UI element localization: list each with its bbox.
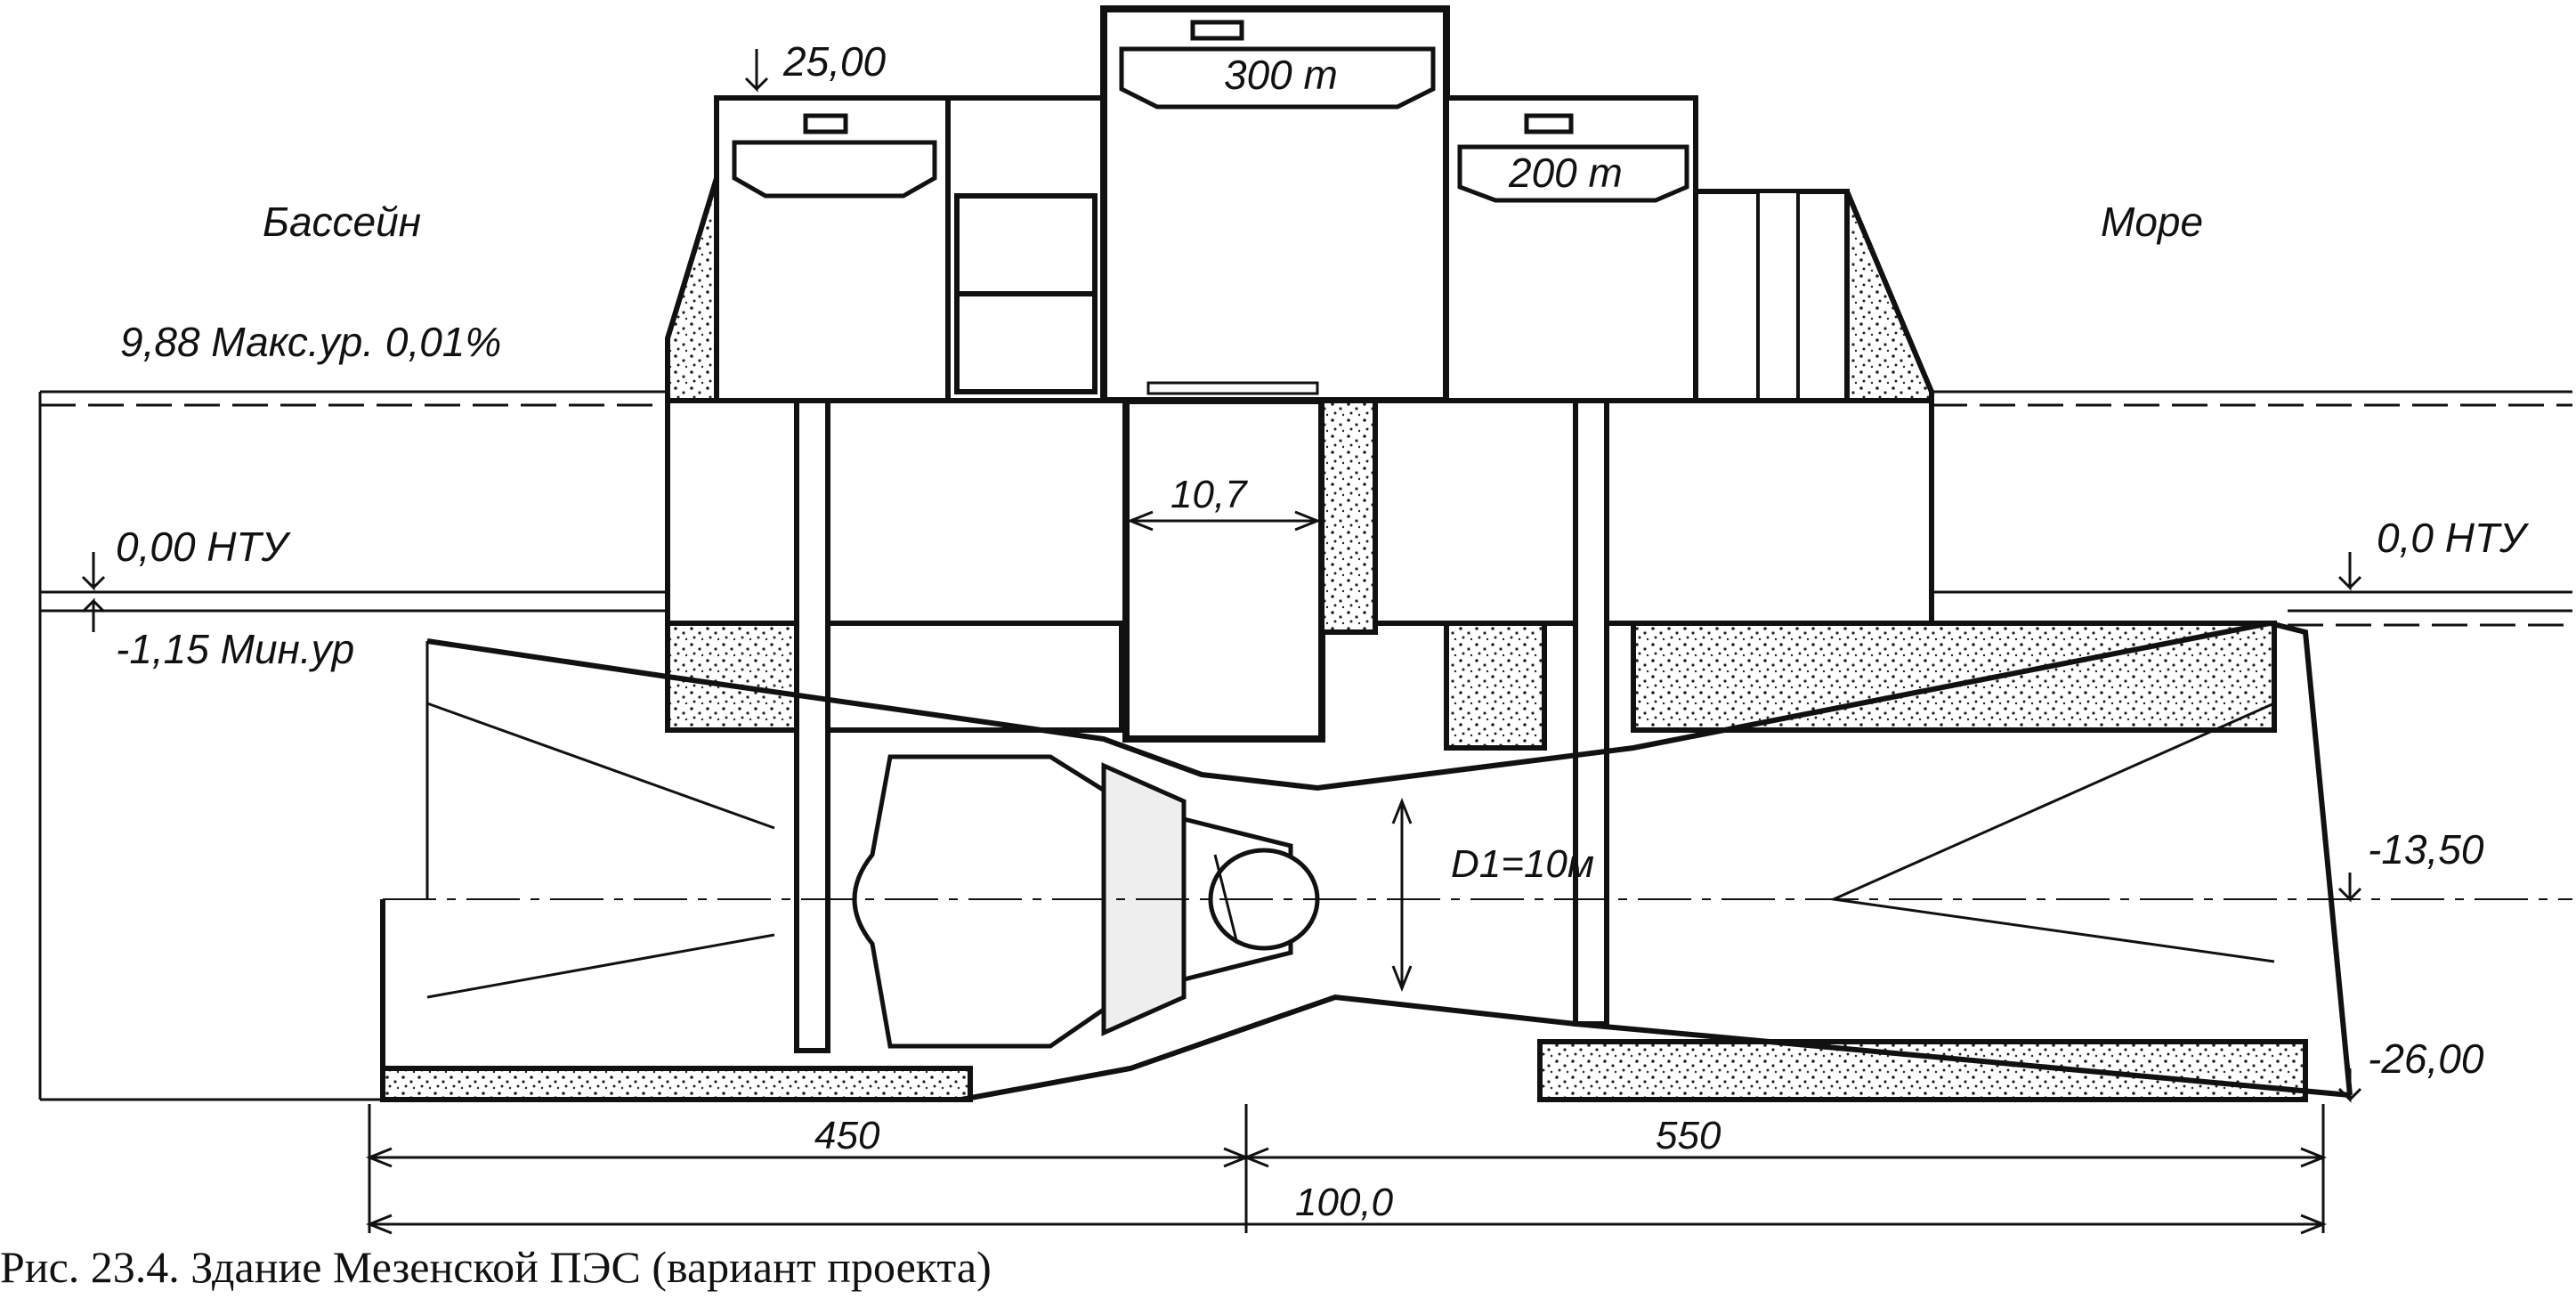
dimension-lines (365, 510, 2328, 1235)
dim-left-label: 450 (814, 1114, 880, 1157)
ntu-right-label: 0,0 НТУ (2377, 515, 2530, 561)
crane-200t (1457, 113, 1689, 203)
min-level-label: -1,15 Мин.ур (116, 626, 354, 672)
powerhouse-substructure (380, 397, 2308, 1102)
ntu-left-label: 0,00 НТУ (116, 524, 292, 570)
crane-300t (1119, 20, 1436, 110)
basin-label: Бассейн (263, 199, 421, 245)
shaft-width-label: 10,7 (1171, 473, 1248, 516)
crane-aux-label: 200 т (1508, 150, 1623, 196)
axis-elevation-label: -13,50 (2368, 826, 2484, 873)
runner-diameter-label: D1=10м (1451, 842, 1594, 886)
crane-main-label: 300 т (1224, 52, 1338, 98)
sea-label: Море (2101, 199, 2203, 245)
figure-caption: Рис. 23.4. Здание Мезенской ПЭС (вариант… (0, 1242, 992, 1292)
bottom-elevation-label: -26,00 (2368, 1035, 2484, 1082)
dim-right-label: 550 (1656, 1114, 1721, 1157)
max-level-label: 9,88 Макс.ур. 0,01% (120, 319, 501, 365)
crane-left (732, 113, 937, 199)
dim-total-label: 100,0 (1295, 1181, 1394, 1224)
elevation-markers (81, 49, 2362, 1103)
turbine-unit (852, 754, 1320, 1049)
water-passage (380, 620, 2353, 1102)
top-elevation-label: 25,00 (782, 38, 887, 85)
